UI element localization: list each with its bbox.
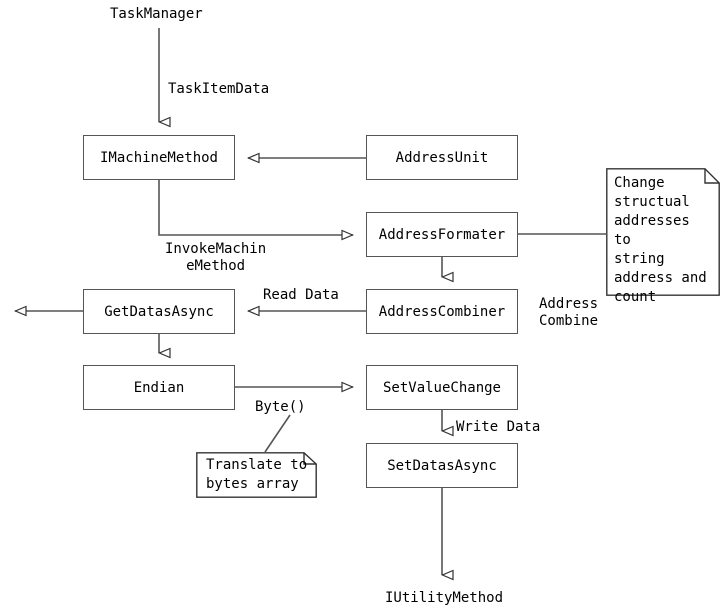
note-shape (196, 452, 317, 498)
note-text: Change structual addresses to string add… (614, 175, 707, 305)
note-shape (606, 168, 720, 296)
node-label: AddressCombiner (378, 303, 506, 320)
node-setvaluechange[interactable]: SetValueChange (366, 365, 518, 410)
edge-label-byte: Byte() (255, 399, 306, 415)
node-getdatasasync[interactable]: GetDatasAsync (83, 289, 235, 334)
node-endian[interactable]: Endian (83, 365, 235, 410)
edge-label-taskitemdata: TaskItemData (168, 81, 270, 97)
node-imachinemethod[interactable]: IMachineMethod (83, 135, 235, 180)
node-addressformater[interactable]: AddressFormater (366, 212, 518, 257)
edge-label-writedata: Write Data (456, 419, 541, 435)
node-label: AddressUnit (395, 149, 489, 166)
note-text: Translate to bytes array (206, 457, 308, 492)
node-addresscombiner[interactable]: AddressCombiner (366, 289, 518, 334)
node-addressunit[interactable]: AddressUnit (366, 135, 518, 180)
node-label: SetValueChange (382, 379, 501, 396)
endpoint-label-iutilitymethod: IUtilityMethod (385, 590, 504, 606)
node-label: IMachineMethod (99, 149, 218, 166)
edge-label-readdata: Read Data (263, 287, 339, 303)
connector-imachinemethod-to-addressformater (158, 180, 355, 241)
edge-label-addresscombine: Address Combine (539, 296, 599, 329)
connector-note-translate-anchor (264, 414, 291, 453)
node-label: SetDatasAsync (387, 457, 497, 474)
node-setdatasasync[interactable]: SetDatasAsync (366, 443, 518, 488)
note-address-description[interactable]: Change structual addresses to string add… (606, 168, 720, 305)
edge-label-invokemachinemethod: InvokeMachin eMethod (165, 241, 267, 274)
node-label: Endian (133, 379, 185, 396)
note-translate-description[interactable]: Translate to bytes array (196, 452, 317, 498)
node-label: GetDatasAsync (104, 303, 214, 320)
endpoint-label-taskmanager: TaskManager (110, 6, 203, 22)
node-label: AddressFormater (378, 226, 506, 243)
